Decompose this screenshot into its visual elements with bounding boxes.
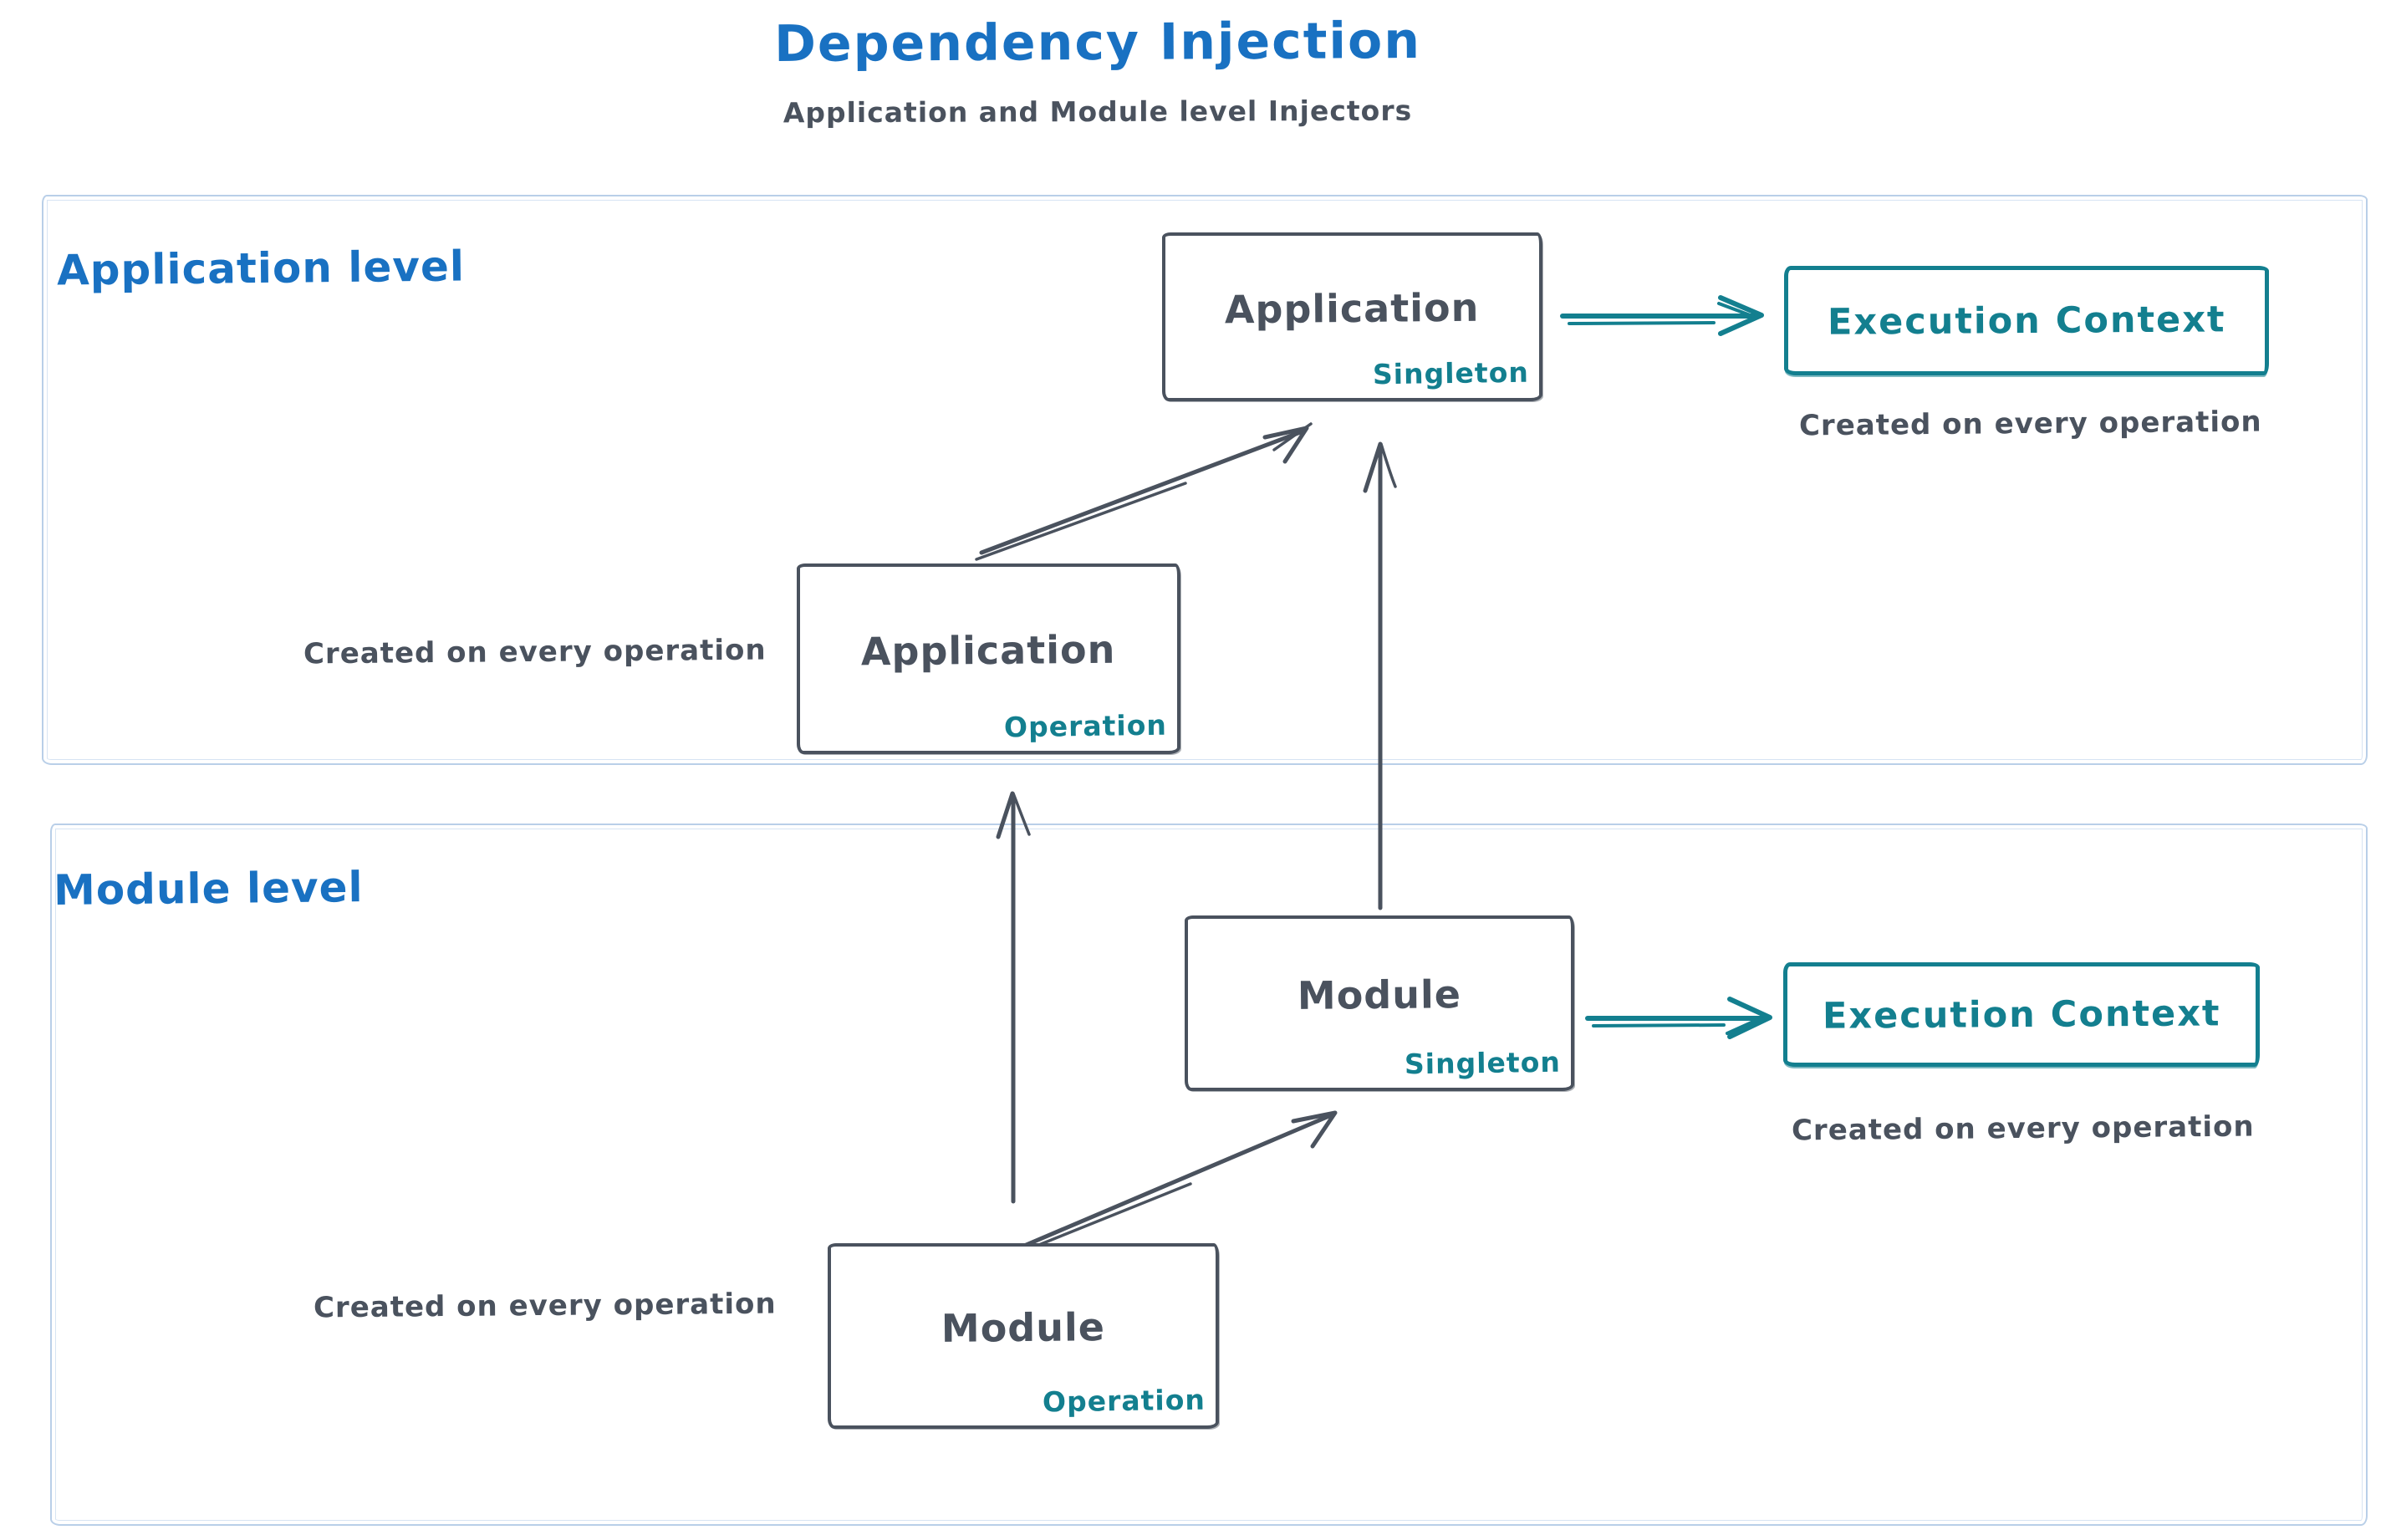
application-singleton-title: Application [1224,284,1480,333]
module-execution-context-note: Created on every operation [1791,1109,2255,1148]
application-execution-context-title: Execution Context [1827,298,2226,344]
application-operation-box: Application Operation [797,563,1180,754]
application-execution-context-box: Execution Context [1784,266,2269,375]
module-operation-note: Created on every operation [313,1287,777,1325]
module-level-container [50,824,2368,1526]
application-singleton-box: Application Singleton [1162,232,1542,401]
module-singleton-title: Module [1297,971,1462,1018]
module-operation-title: Module [941,1304,1106,1351]
module-execution-context-box: Execution Context [1783,962,2260,1067]
module-operation-box: Module Operation [828,1243,1219,1429]
module-operation-tag: Operation [1042,1383,1206,1419]
application-operation-note: Created on every operation [303,633,767,671]
arrow-module-singleton-to-execution-context-icon [1585,997,1772,1039]
module-singleton-box: Module Singleton [1185,915,1574,1091]
application-execution-context-note: Created on every operation [1798,405,2262,443]
module-singleton-tag: Singleton [1404,1045,1562,1081]
module-execution-context-title: Execution Context [1822,992,2221,1038]
application-level-container [42,195,2368,765]
application-singleton-tag: Singleton [1372,355,1530,391]
arrow-module-operation-to-module-singleton-icon [1000,1110,1338,1262]
arrow-app-singleton-to-execution-context-icon [1560,295,1764,336]
application-operation-title: Application [860,626,1116,675]
arrow-app-operation-to-app-singleton-icon [975,422,1313,561]
arrow-module-operation-to-app-operation-icon [996,791,1031,1204]
application-operation-tag: Operation [1003,708,1168,744]
arrow-module-singleton-to-app-singleton-icon [1363,441,1397,910]
